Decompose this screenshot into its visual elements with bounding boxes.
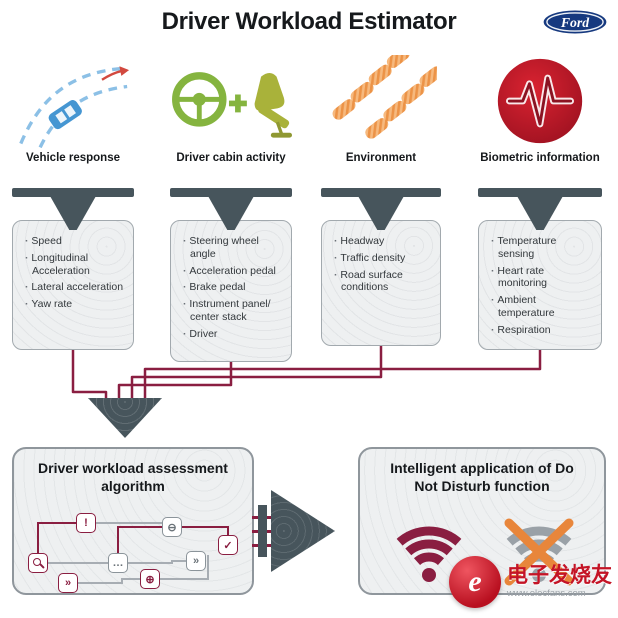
connector-line — [130, 346, 383, 400]
funnel-bar — [170, 188, 292, 197]
column-label: Vehicle response — [26, 152, 120, 164]
elecfans-logo: e — [449, 556, 501, 608]
exclamation-icon: ! — [76, 513, 96, 533]
panel-item: Longitudinal Acceleration — [23, 252, 127, 278]
panel-item: Brake pedal — [181, 281, 285, 294]
biometric-icon — [478, 52, 602, 150]
panel-item: Traffic density — [332, 252, 434, 265]
environment-panel: Headway Traffic density Road surface con… — [321, 220, 441, 346]
biometric-panel: Temperature sensing Heart rate monitorin… — [478, 220, 602, 350]
funnel-bar — [478, 188, 602, 197]
algorithm-flowchart: ! … » ⊖ ⊕ » ✓ — [22, 507, 246, 593]
minus-icon: ⊖ — [162, 517, 182, 537]
column-environment: Environment Headway Traffic density Road… — [321, 52, 441, 346]
funnel-bar — [12, 188, 134, 197]
panel-item: Respiration — [489, 324, 595, 337]
column-biometric-information: Biometric information Temperature sensin… — [478, 52, 602, 350]
vehicle-response-icon — [12, 52, 134, 150]
panel-item: Speed — [23, 235, 127, 248]
panel-item: Headway — [332, 235, 434, 248]
magnifier-icon — [28, 553, 48, 573]
panel-item: Instrument panel/ center stack — [181, 298, 285, 324]
application-title: Intelligent application of Do Not Distur… — [390, 460, 574, 494]
ford-logo: Ford — [543, 10, 607, 34]
connector-line — [71, 350, 108, 400]
environment-icon — [321, 52, 441, 150]
fast-forward-icon: » — [186, 551, 206, 571]
flowchart-links — [37, 522, 229, 584]
column-label: Environment — [345, 152, 417, 164]
driver-cabin-panel: Steering wheel angle Acceleration pedal … — [170, 220, 292, 362]
wifi-off-icon — [498, 518, 580, 586]
fast-forward-icon: » — [58, 573, 78, 593]
panel-item: Lateral acceleration — [23, 281, 127, 294]
connector-line — [117, 362, 233, 400]
column-vehicle-response: Vehicle response Speed Longitudinal Acce… — [12, 52, 134, 350]
column-label: Biometric information — [480, 152, 600, 164]
panel-item: Heart rate monitoring — [489, 265, 595, 291]
column-driver-cabin-activity: Driver cabin activity Steering wheel ang… — [170, 52, 292, 362]
panel-item: Yaw rate — [23, 298, 127, 311]
right-arrow — [271, 490, 335, 572]
plus-icon: ⊕ — [140, 569, 160, 589]
check-icon: ✓ — [218, 535, 238, 555]
panel-item: Road surface conditions — [332, 269, 434, 295]
arrow-tail — [258, 505, 267, 557]
wifi-on-icon — [388, 526, 470, 582]
page-title: Driver Workload Estimator — [161, 8, 457, 35]
panel-item: Acceleration pedal — [181, 265, 285, 278]
funnel-bar — [321, 188, 441, 197]
panel-item: Ambient temperature — [489, 294, 595, 320]
panel-item: Temperature sensing — [489, 235, 595, 261]
algorithm-title: Driver workload assessment algorithm — [38, 460, 228, 494]
ford-wordmark: Ford — [560, 15, 590, 30]
watermark-site-name: 电子发烧友 — [507, 564, 612, 588]
driver-cabin-icon — [170, 52, 292, 150]
panel-item: Driver — [181, 328, 285, 341]
ellipsis-icon: … — [108, 553, 128, 573]
column-label: Driver cabin activity — [176, 152, 286, 164]
cross-icon — [504, 518, 574, 586]
panel-item: Steering wheel angle — [181, 235, 285, 261]
connector-lines — [71, 346, 542, 400]
vehicle-response-panel: Speed Longitudinal Acceleration Lateral … — [12, 220, 134, 350]
algorithm-box: Driver workload assessment algorithm ! …… — [12, 447, 254, 595]
connector-line — [143, 350, 542, 400]
watermark: e 电子发烧友 www.elecfans.com — [449, 556, 612, 608]
watermark-site-url: www.elecfans.com — [507, 588, 586, 600]
